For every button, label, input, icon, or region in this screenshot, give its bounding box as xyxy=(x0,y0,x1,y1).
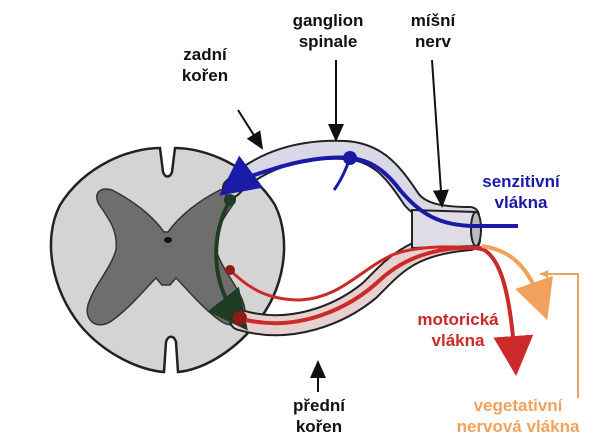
arrow-zadni-koren xyxy=(238,110,262,148)
ganglion-cell-body xyxy=(343,151,357,165)
autonomic-bracket xyxy=(540,274,578,398)
central-canal xyxy=(164,237,172,243)
spinal-nerve-trunk xyxy=(412,210,476,248)
arrow-misni-nerv xyxy=(432,60,442,206)
motor-neuron-cell xyxy=(233,311,247,325)
